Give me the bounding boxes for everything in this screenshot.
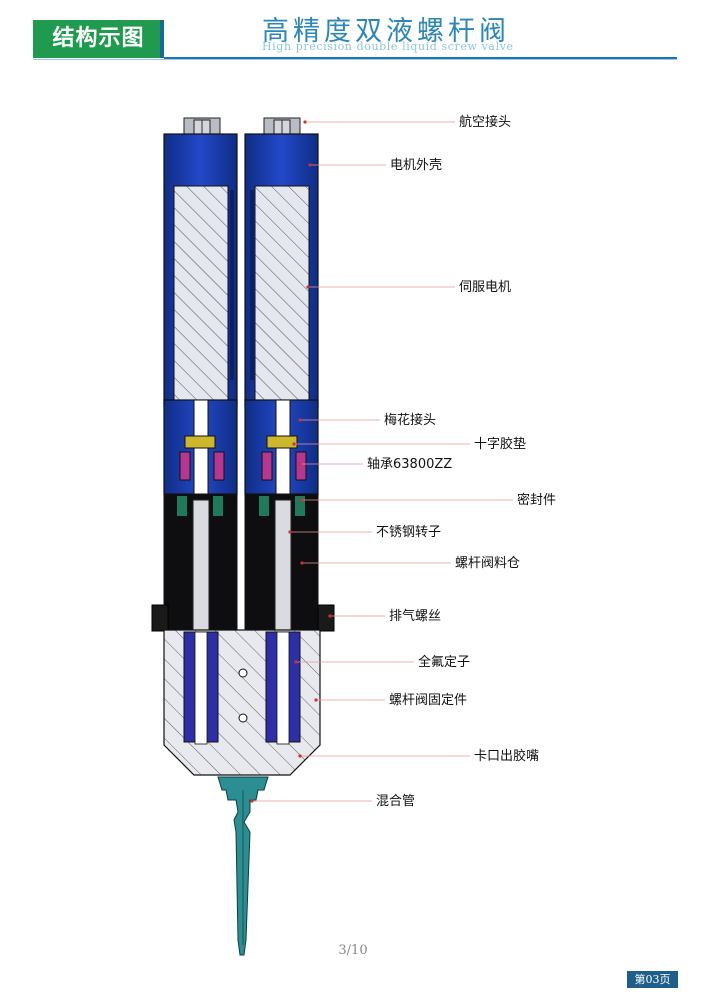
page-number: 3/10 bbox=[338, 943, 368, 958]
label-bearing: 轴承63800ZZ bbox=[367, 457, 453, 472]
label-motor-housing: 电机外壳 bbox=[390, 158, 443, 173]
leader-dots bbox=[250, 120, 332, 803]
label-valve-fixture: 螺杆阀固定件 bbox=[389, 693, 468, 708]
label-mixing-tube: 混合管 bbox=[376, 794, 416, 809]
leader-lines bbox=[252, 121, 513, 802]
mixing-tube bbox=[217, 776, 269, 956]
label-fluoro-stator: 全氟定子 bbox=[418, 655, 471, 670]
page-subtitle: High precision double liquid screw valve bbox=[262, 40, 514, 53]
right-valve-unit bbox=[244, 117, 335, 632]
label-plum-coupling: 梅花接头 bbox=[384, 413, 437, 428]
label-material-chamber: 螺杆阀料仓 bbox=[455, 556, 521, 571]
header-rule bbox=[164, 57, 677, 59]
header-rule-thin bbox=[33, 59, 677, 60]
page-title: 高精度双液螺杆阀 bbox=[262, 16, 510, 47]
label-seal: 密封件 bbox=[517, 493, 557, 508]
section-badge: 结构示图 bbox=[33, 20, 164, 58]
label-servo-motor: 伺服电机 bbox=[459, 280, 512, 295]
page-tag: 第03页 bbox=[627, 971, 678, 988]
left-valve-unit bbox=[151, 117, 238, 632]
label-aviation-connector: 航空接头 bbox=[459, 115, 512, 130]
label-vent-screw: 排气螺丝 bbox=[389, 609, 442, 624]
badge-accent bbox=[160, 20, 164, 58]
label-stainless-rotor: 不锈钢转子 bbox=[376, 525, 442, 540]
label-cross-gasket: 十字胶垫 bbox=[474, 437, 527, 452]
fixture-block bbox=[163, 629, 321, 776]
label-bayonet-nozzle: 卡口出胶嘴 bbox=[474, 749, 540, 764]
